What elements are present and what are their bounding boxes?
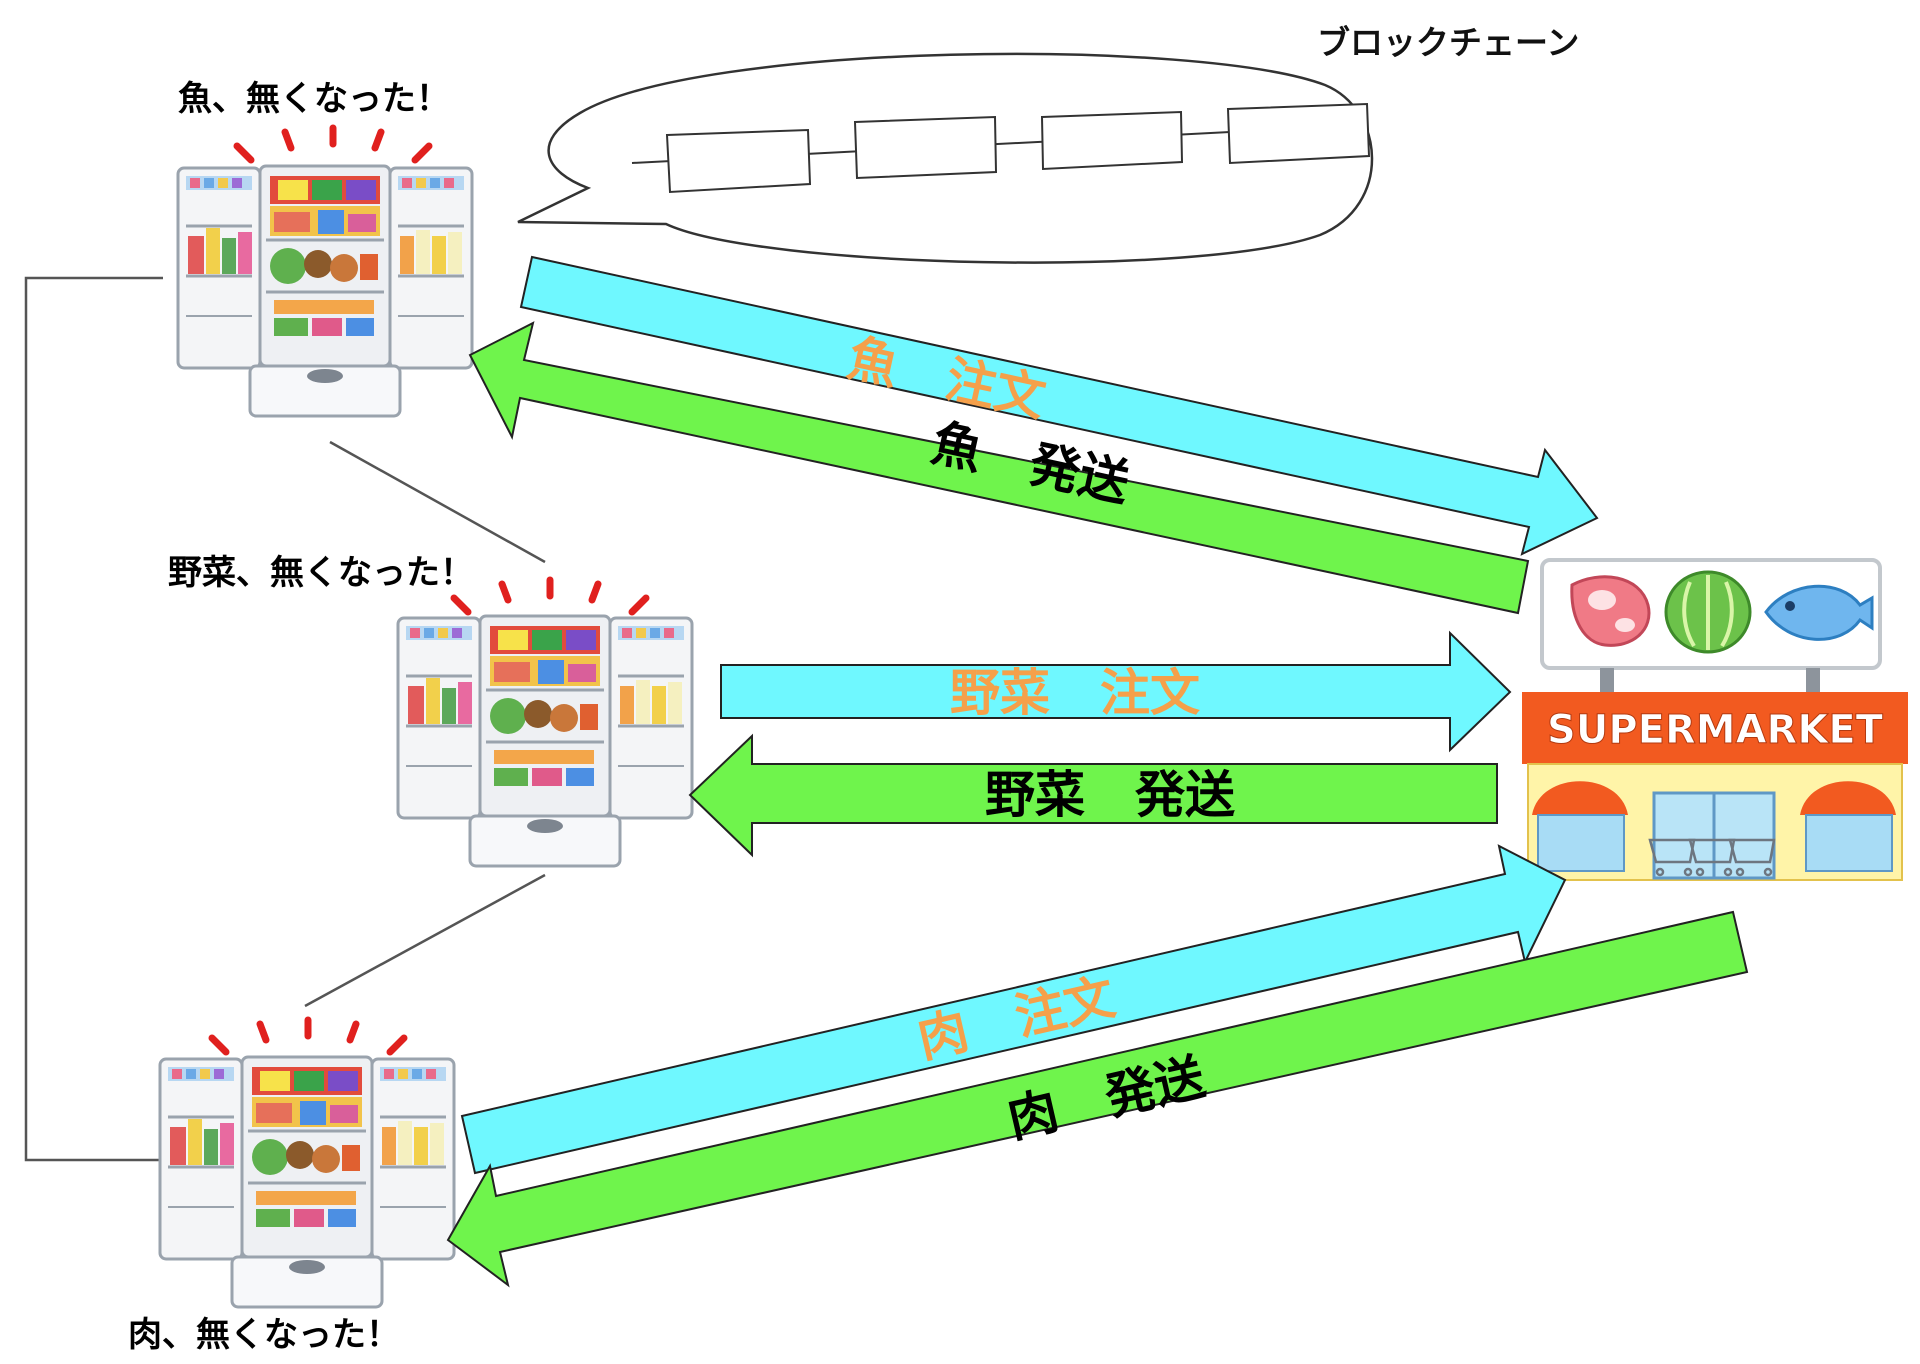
veg-ship-label: 野菜 発送 [985,766,1235,824]
fridge-fish-label: 魚、無くなった！ [178,79,450,119]
blockchain-bubble: ブロックチェーン [517,23,1579,264]
link-vegetable-meat [304,873,546,1008]
refrigerator-icon [158,1055,456,1309]
meat-order-label: 肉 注文 [912,968,1120,1070]
fridge-meat-label: 肉、無くなった！ [128,1315,400,1355]
alert-marks-icon [237,128,429,160]
ship-arrow-shape [688,733,1498,858]
block-4 [1226,102,1371,165]
link-fish-vegetable [329,440,546,564]
supermarket: SUPERMARKET [1522,558,1908,881]
network-links [24,276,546,1162]
cabbage-icon [1664,570,1752,654]
shopping-carts-icon [1648,838,1776,877]
alert-marks-icon [212,1020,404,1052]
arrow-veg-ship: 野菜 発送 [688,733,1498,858]
refrigerator-icon [176,164,474,418]
fridge-vegetable: 野菜、無くなった！ [168,553,694,868]
order-arrow-shape [720,630,1512,753]
ship-arrow-shape [446,910,1749,1288]
fridge-vegetable-label: 野菜、無くなった！ [168,553,474,593]
refrigerator-icon [396,614,694,868]
block-3 [1040,110,1184,171]
fish-icon [1764,584,1874,641]
chain-blocks [665,102,1371,194]
blockchain-label: ブロックチェーン [1317,23,1579,62]
fridge-fish: 魚、無くなった！ [176,79,474,418]
arrow-veg-order: 野菜 注文 [720,630,1512,753]
ship-arrow-shape [468,321,1530,615]
fridge-meat: 肉、無くなった！ [128,1020,456,1355]
order-arrow-shape [519,255,1599,556]
meat-icon [1570,575,1651,647]
supermarket-sign: SUPERMARKET [1547,707,1884,753]
block-1 [665,128,812,194]
block-2 [853,115,998,180]
fish-order-label: 魚 注文 [843,329,1051,428]
order-arrow-shape [460,844,1567,1175]
left-link-line [24,276,163,1162]
veg-order-label: 野菜 注文 [950,664,1200,722]
alert-marks-icon [454,580,646,612]
